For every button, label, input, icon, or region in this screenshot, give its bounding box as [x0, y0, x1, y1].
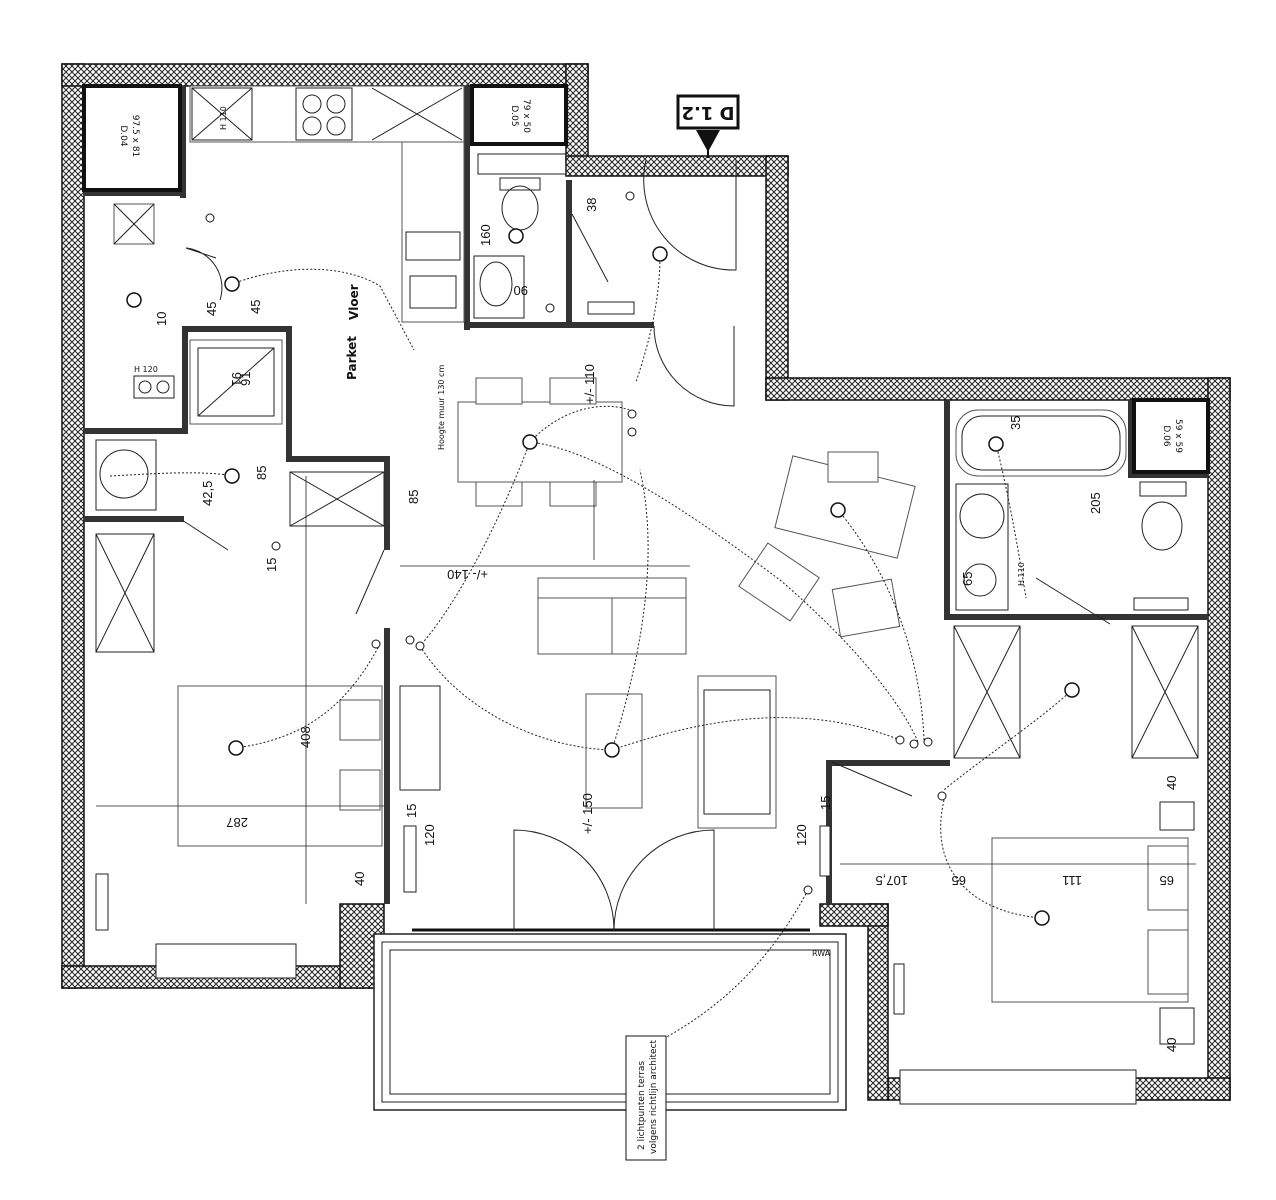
- dim-91b: 91: [238, 372, 253, 386]
- unit-d06: D.06 59 x 59: [1132, 398, 1210, 474]
- dim-85a: 85: [254, 466, 269, 480]
- dim-65b: 65: [952, 873, 966, 888]
- dim-45b: 45: [248, 300, 263, 314]
- wall-height-note: Hoogte muur 130 cm: [437, 365, 446, 450]
- unit-d05-size: 79 x 50: [521, 99, 531, 133]
- unit-d04-size: 97.5 x 81: [130, 115, 140, 158]
- dim-15c: 15: [818, 796, 833, 810]
- living-furniture: [537, 451, 916, 829]
- interior-walls: [84, 86, 1208, 904]
- dim-65c: 65: [1160, 873, 1174, 888]
- switches: [205, 191, 947, 895]
- terrace-note: 2 lichtpunten terras volgens richtlijn a…: [625, 1035, 667, 1161]
- dim-287: 287: [226, 815, 248, 830]
- terrace-doors: [513, 829, 715, 931]
- light-points: [126, 228, 1080, 926]
- floor-label: Parket Vloer: [345, 284, 361, 380]
- dim-111: 111: [1062, 873, 1082, 888]
- dim-40a: 40: [352, 872, 367, 886]
- dimension-labels: 45 45 10 85 85 42,5 15 15 15 408 287 120…: [154, 300, 1179, 1052]
- dim-15b: 15: [404, 804, 419, 818]
- dining-table: Hoogte muur 130 cm: [437, 365, 623, 507]
- toilet-left-basin: [95, 439, 157, 511]
- dim-10: 10: [154, 312, 169, 326]
- dim-40c: 40: [1164, 1038, 1179, 1052]
- dim-15a: 15: [264, 558, 279, 572]
- wc-top: 160 90 38: [473, 153, 599, 319]
- bathroom-right: H 110: [955, 409, 1187, 611]
- plan-label: D 1.2: [681, 102, 734, 123]
- floor-label-line2: Vloer: [347, 284, 361, 320]
- rwa-label: RWA: [812, 949, 831, 958]
- terrace-note-line1: 2 lichtpunten terras: [637, 1061, 647, 1150]
- dim-140: +/- 140: [447, 567, 488, 582]
- radiators: [95, 301, 1189, 1015]
- laundry: H 120: [133, 365, 175, 399]
- terrace-note-line2: volgens richtlijn architect: [649, 1040, 659, 1154]
- dim-40b: 40: [1164, 776, 1179, 790]
- bedroom-right: [953, 625, 1199, 1045]
- dim-408: 408: [298, 726, 313, 748]
- dimension-lines: [96, 476, 1196, 904]
- kitchen-counter: H 110: [189, 85, 465, 323]
- dim-150: +/- 150: [580, 793, 595, 834]
- dim-42-5: 42,5: [200, 481, 215, 506]
- unit-d06-size: 59 x 59: [1173, 419, 1183, 453]
- doors: [181, 159, 1111, 797]
- unit-d06-code: D.06: [1161, 425, 1171, 447]
- floor-label-line1: Parket: [345, 336, 359, 380]
- unit-d05-code: D.05: [509, 105, 519, 126]
- dim-120a: 120: [422, 824, 437, 846]
- dim-35: 35: [1008, 416, 1023, 430]
- dim-65a: 65: [960, 572, 975, 586]
- dim-45a: 45: [204, 302, 219, 316]
- unit-d05: D.05 79 x 50: [470, 84, 568, 146]
- unit-d04-code: D.04: [118, 125, 128, 147]
- dim-85b: 85: [406, 490, 421, 504]
- dim-110: +/- 110: [582, 364, 597, 404]
- dim-38: 38: [584, 198, 599, 212]
- bath-height-h110: H 110: [1017, 562, 1026, 586]
- dim-160: 160: [478, 224, 493, 246]
- unit-d04: D.04 97.5 x 81: [82, 84, 182, 192]
- bedroom-left: [95, 471, 441, 847]
- dim-107-5: 107,5: [875, 873, 908, 888]
- wiring: [109, 253, 1073, 1047]
- laundry-height-h120: H 120: [134, 365, 158, 374]
- plan-label-marker: D 1.2: [676, 94, 740, 158]
- terrace: RWA: [155, 928, 1137, 1111]
- dim-120b: 120: [794, 824, 809, 846]
- dim-205: 205: [1088, 492, 1103, 514]
- shower-tray: 91 91: [189, 339, 283, 425]
- kitchen-height-h110: H 110: [219, 106, 228, 130]
- dim-90: 90: [514, 283, 528, 298]
- shower-left: [113, 203, 155, 245]
- dim-91a: 91: [229, 372, 244, 386]
